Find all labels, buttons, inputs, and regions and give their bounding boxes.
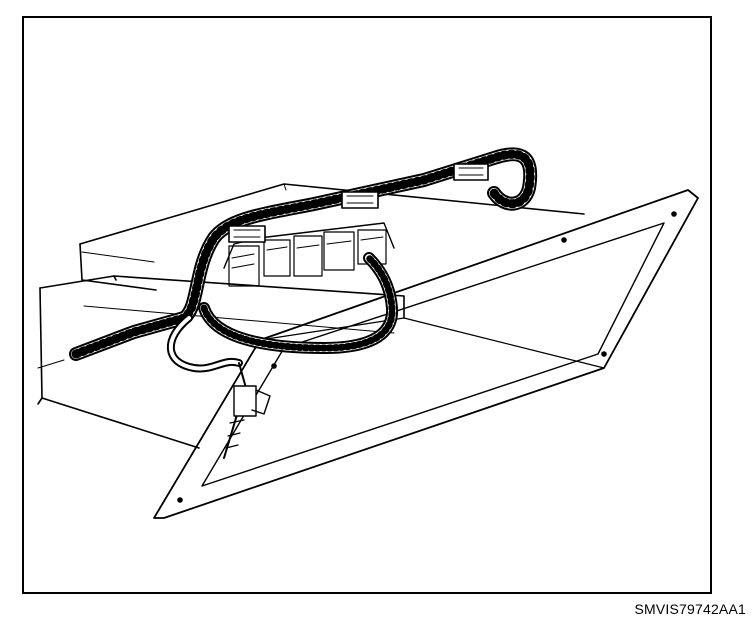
wiring-harness xyxy=(69,147,538,373)
illustration-frame xyxy=(22,16,712,594)
figure-reference-code: SMVIS79742AA1 xyxy=(634,601,746,617)
technical-line-drawing xyxy=(37,147,699,519)
connector-clip xyxy=(223,362,271,459)
